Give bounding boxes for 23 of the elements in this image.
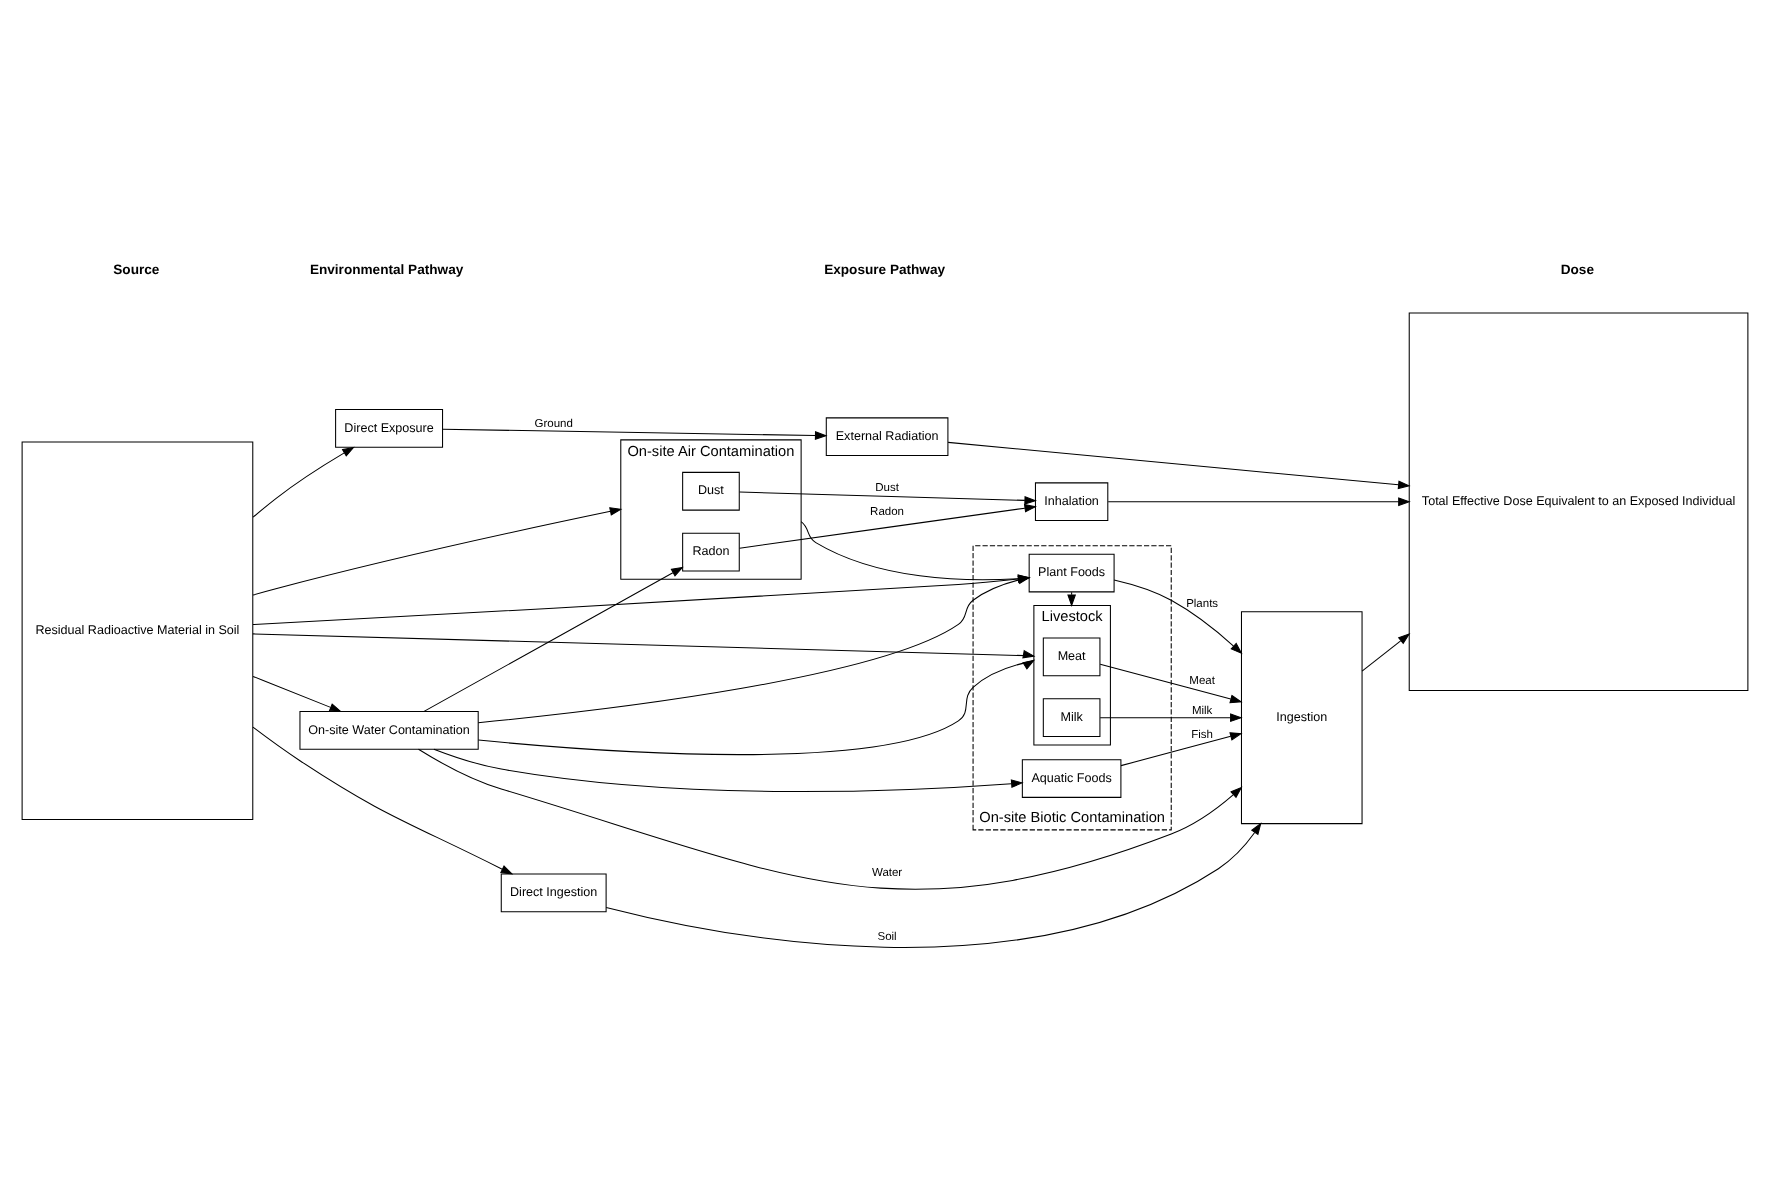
arrow xyxy=(252,725,514,874)
arrow xyxy=(1120,731,1243,766)
arrow xyxy=(252,674,343,711)
arrow xyxy=(252,506,623,595)
arrow xyxy=(1099,712,1243,722)
arrow xyxy=(800,520,1031,583)
arrow xyxy=(252,445,355,517)
arrow xyxy=(1107,496,1411,506)
arrow xyxy=(739,490,1037,504)
arrow xyxy=(1361,632,1411,671)
arrow xyxy=(423,565,684,711)
arrow xyxy=(477,658,1036,755)
arrow xyxy=(417,747,1243,889)
arrow xyxy=(442,427,828,439)
arrow xyxy=(433,747,1024,792)
arrow xyxy=(947,440,1411,489)
arrow xyxy=(477,574,1031,723)
arrow xyxy=(252,632,1036,658)
arrow xyxy=(1113,578,1243,654)
arrow xyxy=(605,821,1262,947)
arrow xyxy=(739,502,1037,548)
arrow xyxy=(1099,662,1243,703)
arrow xyxy=(252,573,1031,625)
